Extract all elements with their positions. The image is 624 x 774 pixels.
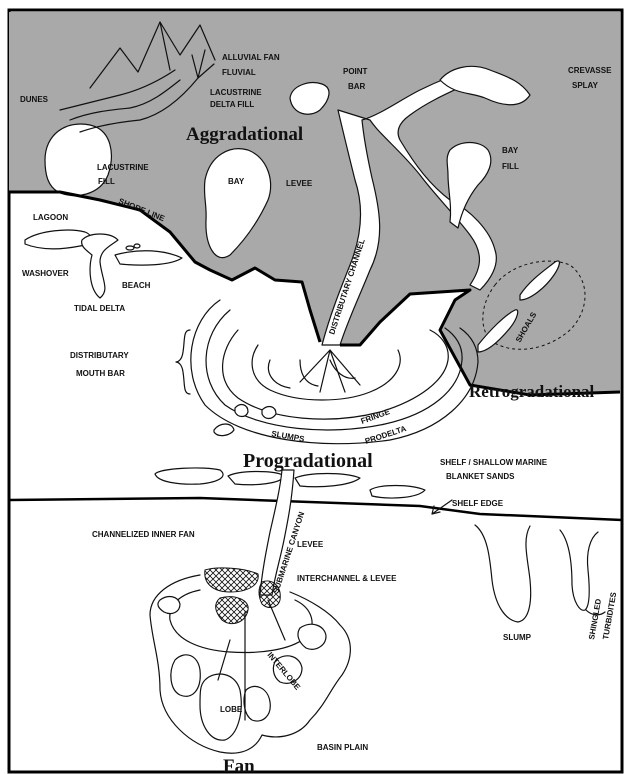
label-point-bar-1: POINT	[343, 67, 368, 76]
heading-fan: Fan	[223, 756, 255, 774]
label-alluvial-fan: ALLUVIAL FAN	[222, 53, 280, 62]
label-fluvial: FLUVIAL	[222, 68, 256, 77]
label-bay-fill-1: BAY	[502, 146, 519, 155]
label-shelf-edge: SHELF EDGE	[452, 499, 504, 508]
label-lacustrine-fill-1: LACUSTRINE	[97, 163, 149, 172]
label-tidal-delta: TIDAL DELTA	[74, 304, 125, 313]
label-lacustrine-delta-2: DELTA FILL	[210, 100, 254, 109]
label-shelf-marine-1: SHELF / SHALLOW MARINE	[440, 458, 548, 467]
heading-retrogradational: Retrogradational	[469, 382, 595, 401]
label-shelf-marine-2: BLANKET SANDS	[446, 472, 515, 481]
label-distributary-mouth-bar-2: MOUTH BAR	[76, 369, 125, 378]
label-lacustrine-delta-1: LACUSTRINE	[210, 88, 262, 97]
label-bay-fill-2: FILL	[502, 162, 519, 171]
label-bay: BAY	[228, 177, 245, 186]
label-levee-lower: LEVEE	[297, 540, 324, 549]
label-lobe: LOBE	[220, 705, 243, 714]
label-interchannel-levee: INTERCHANNEL & LEVEE	[297, 574, 397, 583]
heading-progradational: Progradational	[243, 450, 373, 472]
label-lagoon: LAGOON	[33, 213, 68, 222]
label-slump: SLUMP	[503, 633, 532, 642]
label-distributary-mouth-bar-1: DISTRIBUTARY	[70, 351, 129, 360]
label-point-bar-2: BAR	[348, 82, 366, 91]
label-beach: BEACH	[122, 281, 151, 290]
label-crevasse-splay-2: SPLAY	[572, 81, 599, 90]
label-dunes: DUNES	[20, 95, 49, 104]
label-channelized-inner-fan: CHANNELIZED INNER FAN	[92, 530, 195, 539]
label-washover: WASHOVER	[22, 269, 69, 278]
heading-aggradational: Aggradational	[186, 124, 303, 145]
label-levee-upper: LEVEE	[286, 179, 313, 188]
label-lacustrine-fill-2: FILL	[98, 177, 115, 186]
label-basin-plain: BASIN PLAIN	[317, 743, 368, 752]
label-crevasse-splay-1: CREVASSE	[568, 66, 612, 75]
